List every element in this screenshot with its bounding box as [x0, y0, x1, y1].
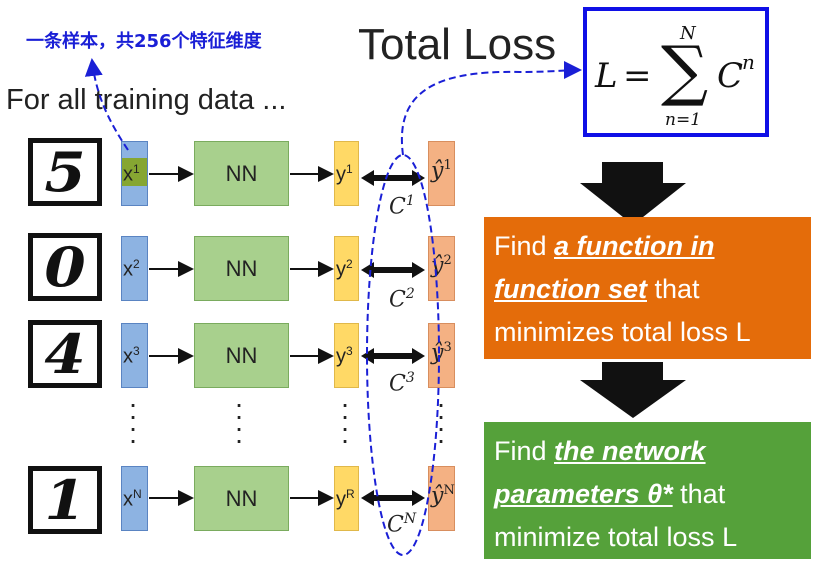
ellipsis-yhat: ····	[436, 388, 446, 455]
formula-equals: =	[623, 56, 652, 96]
ellipsis-x: ····	[128, 388, 138, 455]
down-arrow-2-icon	[580, 362, 686, 418]
double-arrow-n	[361, 490, 425, 506]
x-label-n: xN	[123, 487, 142, 511]
find-function-text-2: that	[647, 274, 700, 304]
y-label-3: y3	[336, 344, 353, 368]
total-loss-formula-box: L = ∑ N n=1 C n	[583, 7, 769, 137]
find-params-text-3: minimize total loss L	[494, 522, 738, 552]
formula-term: C	[717, 56, 743, 96]
sum-formula: L = ∑ N n=1 C n	[594, 23, 755, 130]
double-arrow-2	[361, 262, 425, 278]
x-label-2: x2	[123, 257, 140, 281]
sigma-icon: ∑	[661, 32, 708, 109]
digit-image-2: 0	[28, 233, 102, 301]
double-arrow-3	[361, 348, 425, 364]
cost-label-1: C1	[389, 193, 415, 220]
yhat-label-1: ŷ1	[431, 158, 452, 184]
find-function-text-3: minimizes total loss L	[494, 317, 751, 347]
digit-image-n: 1	[28, 466, 102, 534]
double-arrows	[361, 170, 425, 506]
nn-box-3: NN	[194, 323, 289, 388]
find-params-text-2: that	[672, 479, 726, 509]
cost-label-3: C3	[389, 370, 415, 397]
total-loss-title: Total Loss	[358, 20, 557, 69]
ellipse-to-formula-connector	[400, 61, 582, 156]
find-function-emphasis-1: a function in	[554, 231, 715, 261]
y-label-n: yR	[336, 487, 355, 511]
digit-image-1: 5	[28, 138, 102, 206]
x-label-1: x1	[123, 162, 140, 186]
find-function-text-1: Find	[494, 231, 555, 261]
y-output-2	[334, 236, 359, 301]
formula-term-sup: n	[742, 50, 755, 74]
x-to-annotation-connector	[84, 58, 129, 151]
double-arrow-1	[361, 170, 425, 186]
nn-box-n: NN	[194, 466, 289, 531]
x-label-3: x3	[123, 344, 140, 368]
training-data-subtitle: For all training data ...	[6, 84, 287, 116]
y-output-1	[334, 141, 359, 206]
find-params-text-1: Find	[494, 436, 555, 466]
cost-label-2: C2	[389, 286, 415, 313]
y-output-3	[334, 323, 359, 388]
cost-group-ellipse	[366, 154, 440, 556]
digit-image-3: 4	[28, 320, 102, 388]
find-parameters-box: Find the network parameters θ* that mini…	[484, 422, 811, 559]
find-params-emphasis-2: parameters θ*	[494, 479, 673, 509]
cost-label-n: CN	[387, 511, 417, 538]
y-output-n	[334, 466, 359, 531]
y-label-1: y1	[336, 162, 353, 186]
ellipsis-y: ····	[340, 388, 350, 455]
x-vector-3	[121, 323, 148, 388]
yhat-target-2	[428, 236, 455, 301]
formula-sum-top: N	[679, 23, 697, 44]
formula-sum-bottom: n=1	[665, 110, 701, 130]
down-arrow-1-icon	[580, 162, 686, 225]
sample-annotation: 一条样本，共256个特征维度	[26, 31, 262, 52]
yhat-label-n: ŷN	[431, 483, 455, 509]
x-vector-n	[121, 466, 148, 531]
yhat-target-1	[428, 141, 455, 206]
nn-box-1: NN	[194, 141, 289, 206]
nn-box-2: NN	[194, 236, 289, 301]
yhat-label-3: ŷ3	[431, 340, 452, 366]
find-function-box: Find a function in function set that min…	[484, 217, 811, 359]
find-params-emphasis-1: the network	[554, 436, 706, 466]
formula-lhs: L	[594, 56, 618, 96]
ellipsis-nn: ····	[234, 388, 244, 455]
y-label-2: y2	[336, 257, 353, 281]
flow-arrows	[149, 166, 334, 506]
x-vector-1	[121, 141, 148, 206]
x-vector-2	[121, 236, 148, 301]
yhat-target-3	[428, 323, 455, 388]
find-function-emphasis-2: function set	[494, 274, 647, 304]
